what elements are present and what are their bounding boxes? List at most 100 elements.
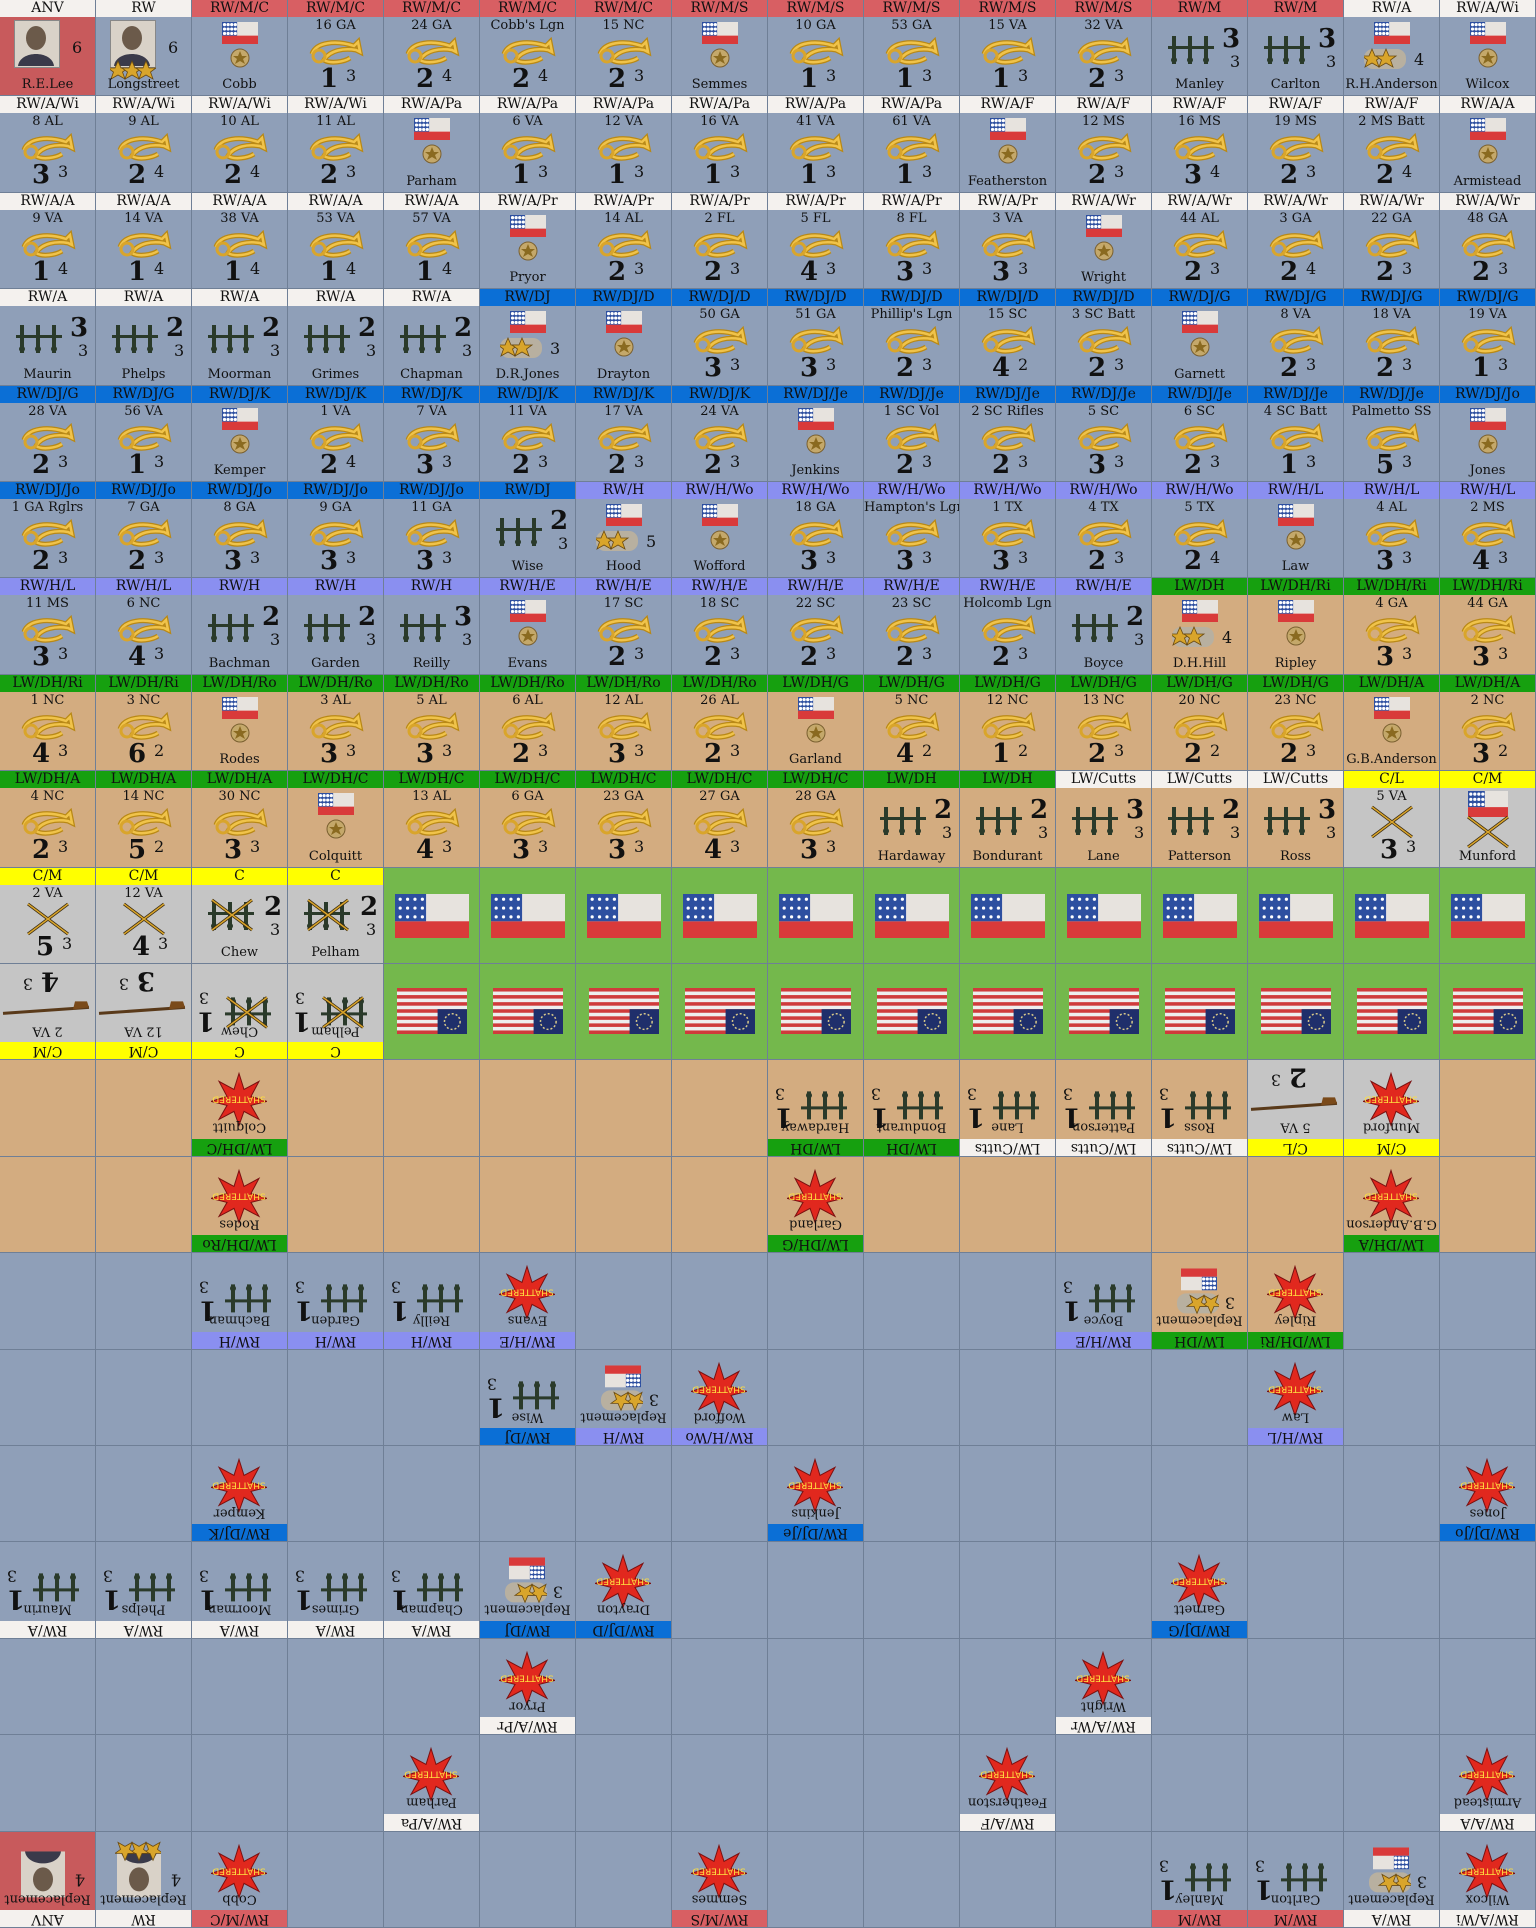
morale: 3	[826, 66, 837, 85]
hq-bar: C/M	[0, 867, 95, 885]
shattered-starburst-icon: SHATTERED	[1169, 1550, 1229, 1610]
rating: 6	[168, 38, 179, 57]
bugle-icon	[18, 805, 78, 845]
morale: 2	[1210, 740, 1221, 760]
hq-bar: RW/H/E	[1056, 578, 1151, 596]
unit-id: 26 AL	[700, 692, 739, 708]
unit-name: Replacement	[580, 1408, 667, 1424]
strength: 2	[608, 642, 627, 673]
counter-body	[864, 1350, 959, 1445]
counter-blank	[384, 1349, 480, 1446]
bugle-icon	[1458, 323, 1518, 363]
hq-bar: RW/DJ/G	[0, 385, 95, 403]
counter-blank	[96, 1156, 192, 1254]
bugle-icon	[1170, 709, 1230, 749]
bugle-icon	[1362, 612, 1422, 652]
counter-blank	[0, 1156, 96, 1254]
bugle-icon	[1074, 130, 1134, 170]
portrait-icon	[21, 1847, 65, 1897]
morale: 4	[154, 162, 165, 182]
strength: 2	[1280, 160, 1299, 191]
unit-name: Maurin	[23, 366, 72, 382]
star-medal-icon	[230, 434, 250, 458]
union-flag-icon	[1261, 988, 1331, 1038]
unit-id: 2 NC	[1470, 692, 1505, 708]
strength: 4	[992, 353, 1011, 384]
confederate-flag-icon	[395, 893, 469, 942]
cannon-icon	[1262, 30, 1312, 70]
hq-bar: RW/A/A	[0, 192, 95, 210]
unit-id: 4 AL	[1376, 500, 1407, 515]
morale: 4	[1210, 548, 1221, 567]
strength: 2	[608, 256, 627, 287]
counter-blank	[1440, 1156, 1536, 1254]
morale: 3	[774, 1084, 785, 1104]
hq-bar: RW/H/Wo	[864, 482, 959, 499]
counter-body: Semmes	[672, 0, 767, 95]
unit-id: 2 MS Batt	[1358, 114, 1425, 130]
counter-body	[1152, 1639, 1247, 1734]
unit-id: Hampton's Lgn	[864, 500, 960, 515]
shattered-starburst-icon: SHATTERED	[209, 1068, 269, 1128]
unit-name: Evans	[507, 1312, 548, 1328]
morale: 4	[346, 451, 357, 471]
bugle-icon	[882, 612, 942, 652]
unit-name: Grimes	[311, 1601, 360, 1617]
svg-text:SHATTERED: SHATTERED	[1364, 1190, 1417, 1200]
morale: 3	[1402, 644, 1413, 664]
strength: 3	[608, 835, 627, 866]
unit-name: Jenkins	[791, 462, 840, 478]
unit-name: Wilcox	[1465, 77, 1510, 93]
counter-body	[0, 1350, 95, 1445]
counter-body	[1440, 1157, 1535, 1252]
horse-artillery-icon	[302, 896, 362, 940]
counter-body	[864, 964, 959, 1059]
counter-body	[672, 1157, 767, 1252]
strength: 2	[1376, 160, 1395, 191]
morale: 3	[1402, 258, 1413, 278]
union-flag-counter	[576, 964, 672, 1061]
bugle-icon	[18, 709, 78, 749]
counter-blank	[1248, 1542, 1344, 1639]
bugle-icon	[306, 420, 366, 460]
unit-id: 8 AL	[32, 114, 63, 130]
strength: 3	[800, 546, 819, 576]
bugle-icon	[786, 227, 846, 267]
hq-bar: RW/DJ/K	[288, 385, 383, 403]
crossed-sabres-icon	[1462, 813, 1514, 855]
crossed-sabres-icon	[22, 900, 74, 942]
confederate-flag-icon	[798, 696, 834, 723]
morale: 3	[1498, 644, 1509, 664]
hq-bar: LW/DH/G	[1152, 674, 1247, 692]
bugle-icon	[1362, 323, 1422, 363]
counter-body	[384, 1157, 479, 1252]
rating: 5	[646, 532, 657, 551]
